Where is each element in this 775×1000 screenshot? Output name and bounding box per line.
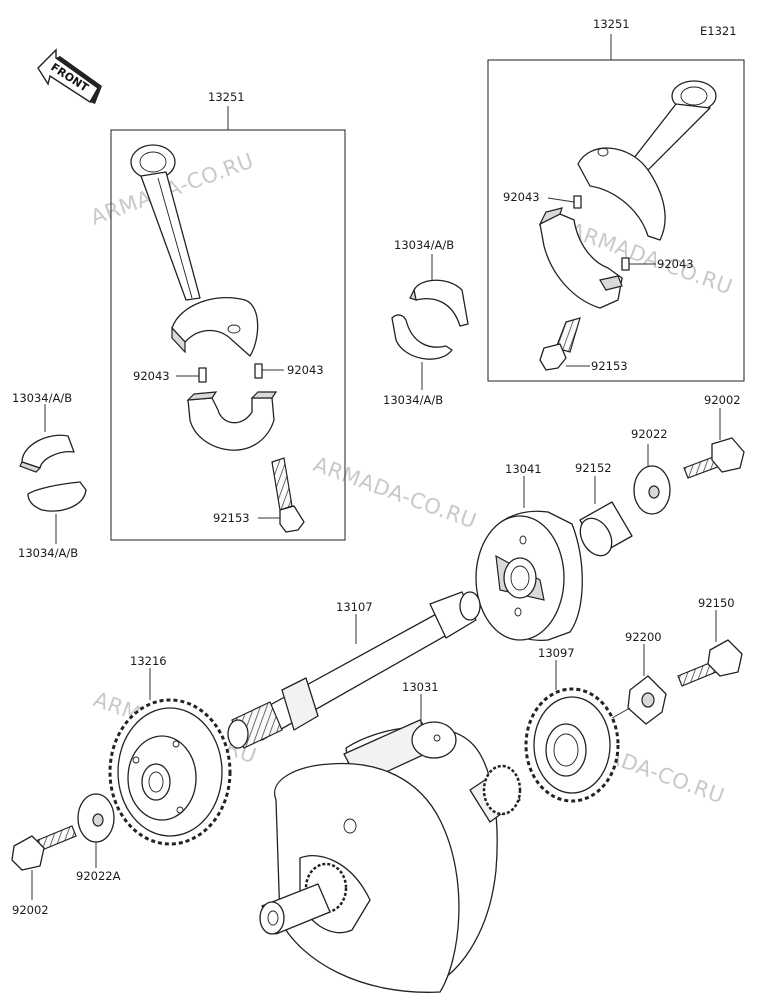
label-13041: 13041	[505, 462, 542, 476]
rod-bolt-left	[271, 457, 305, 533]
dowel-pin-left-b	[254, 363, 263, 379]
label-13251-left: 13251	[208, 90, 245, 104]
crankshaft-13031: 13031	[259, 680, 522, 993]
label-92043-right-lower: 92043	[657, 257, 694, 271]
collar-92152: 92152	[575, 461, 633, 557]
shaft-13107: 13107	[227, 591, 481, 749]
bearing-shell-left-top	[21, 434, 75, 469]
bolt-92002-bottom: 92002	[11, 825, 77, 917]
dowel-pin-right-lower	[621, 257, 630, 271]
connecting-rod-box-left: 13251 92043 92043 92153	[110, 90, 346, 541]
label-92043-left-a: 92043	[133, 369, 170, 383]
label-92043-right-upper: 92043	[503, 190, 540, 204]
label-13034-bottom-mid: 13034/A/B	[383, 393, 443, 407]
gear-13097: 13097	[524, 646, 620, 803]
label-13216: 13216	[130, 654, 167, 668]
label-92153-right: 92153	[591, 359, 628, 373]
label-92150: 92150	[698, 596, 735, 610]
label-13107: 13107	[336, 600, 373, 614]
bearing-shell-mid-top	[413, 279, 469, 327]
label-92200: 92200	[625, 630, 662, 644]
label-92022: 92022	[631, 427, 668, 441]
connecting-rod-right	[577, 80, 717, 241]
label-13031: 13031	[402, 680, 439, 694]
bolt-92150: 92150	[677, 596, 743, 687]
label-13097: 13097	[538, 646, 575, 660]
connecting-rod-left	[130, 144, 259, 357]
watermark-3: ARMADA-CO.RU	[310, 452, 480, 533]
bearing-shells-mid: 13034/A/B 13034/A/B	[383, 238, 469, 407]
rod-bolt-right	[539, 317, 581, 371]
gear-13216: 13216	[108, 654, 232, 846]
washer-92200: 92200	[611, 630, 667, 725]
label-92153-left: 92153	[213, 511, 250, 525]
dowel-pin-left-a	[198, 367, 207, 383]
rod-cap-left	[186, 391, 278, 451]
label-13034-top-left: 13034/A/B	[12, 391, 72, 405]
label-13034-top-mid: 13034/A/B	[394, 238, 454, 252]
front-direction-icon: FRONT	[37, 48, 102, 104]
bearing-shell-left-bottom	[27, 481, 87, 512]
label-92002-bottom: 92002	[12, 903, 49, 917]
washer-92022: 92022	[631, 427, 671, 515]
label-92002-top: 92002	[704, 393, 741, 407]
rotor-13041: 13041	[475, 462, 583, 641]
label-13251-right: 13251	[593, 17, 630, 31]
label-13034-bottom-left: 13034/A/B	[18, 546, 78, 560]
bearing-shells-left: 13034/A/B 13034/A/B	[12, 391, 87, 560]
label-92152: 92152	[575, 461, 612, 475]
bolt-92002-top: 92002	[683, 393, 745, 479]
label-92043-left-b: 92043	[287, 363, 324, 377]
dowel-pin-right-upper	[573, 195, 582, 209]
diagram-code: E1321	[700, 24, 737, 38]
label-92022A: 92022A	[76, 869, 121, 883]
rod-cap-right	[538, 207, 623, 309]
bearing-shell-mid-bottom	[391, 314, 453, 360]
connecting-rod-box-right: 13251 92043 92043 92153	[487, 17, 745, 382]
washer-92022A: 92022A	[76, 793, 121, 883]
